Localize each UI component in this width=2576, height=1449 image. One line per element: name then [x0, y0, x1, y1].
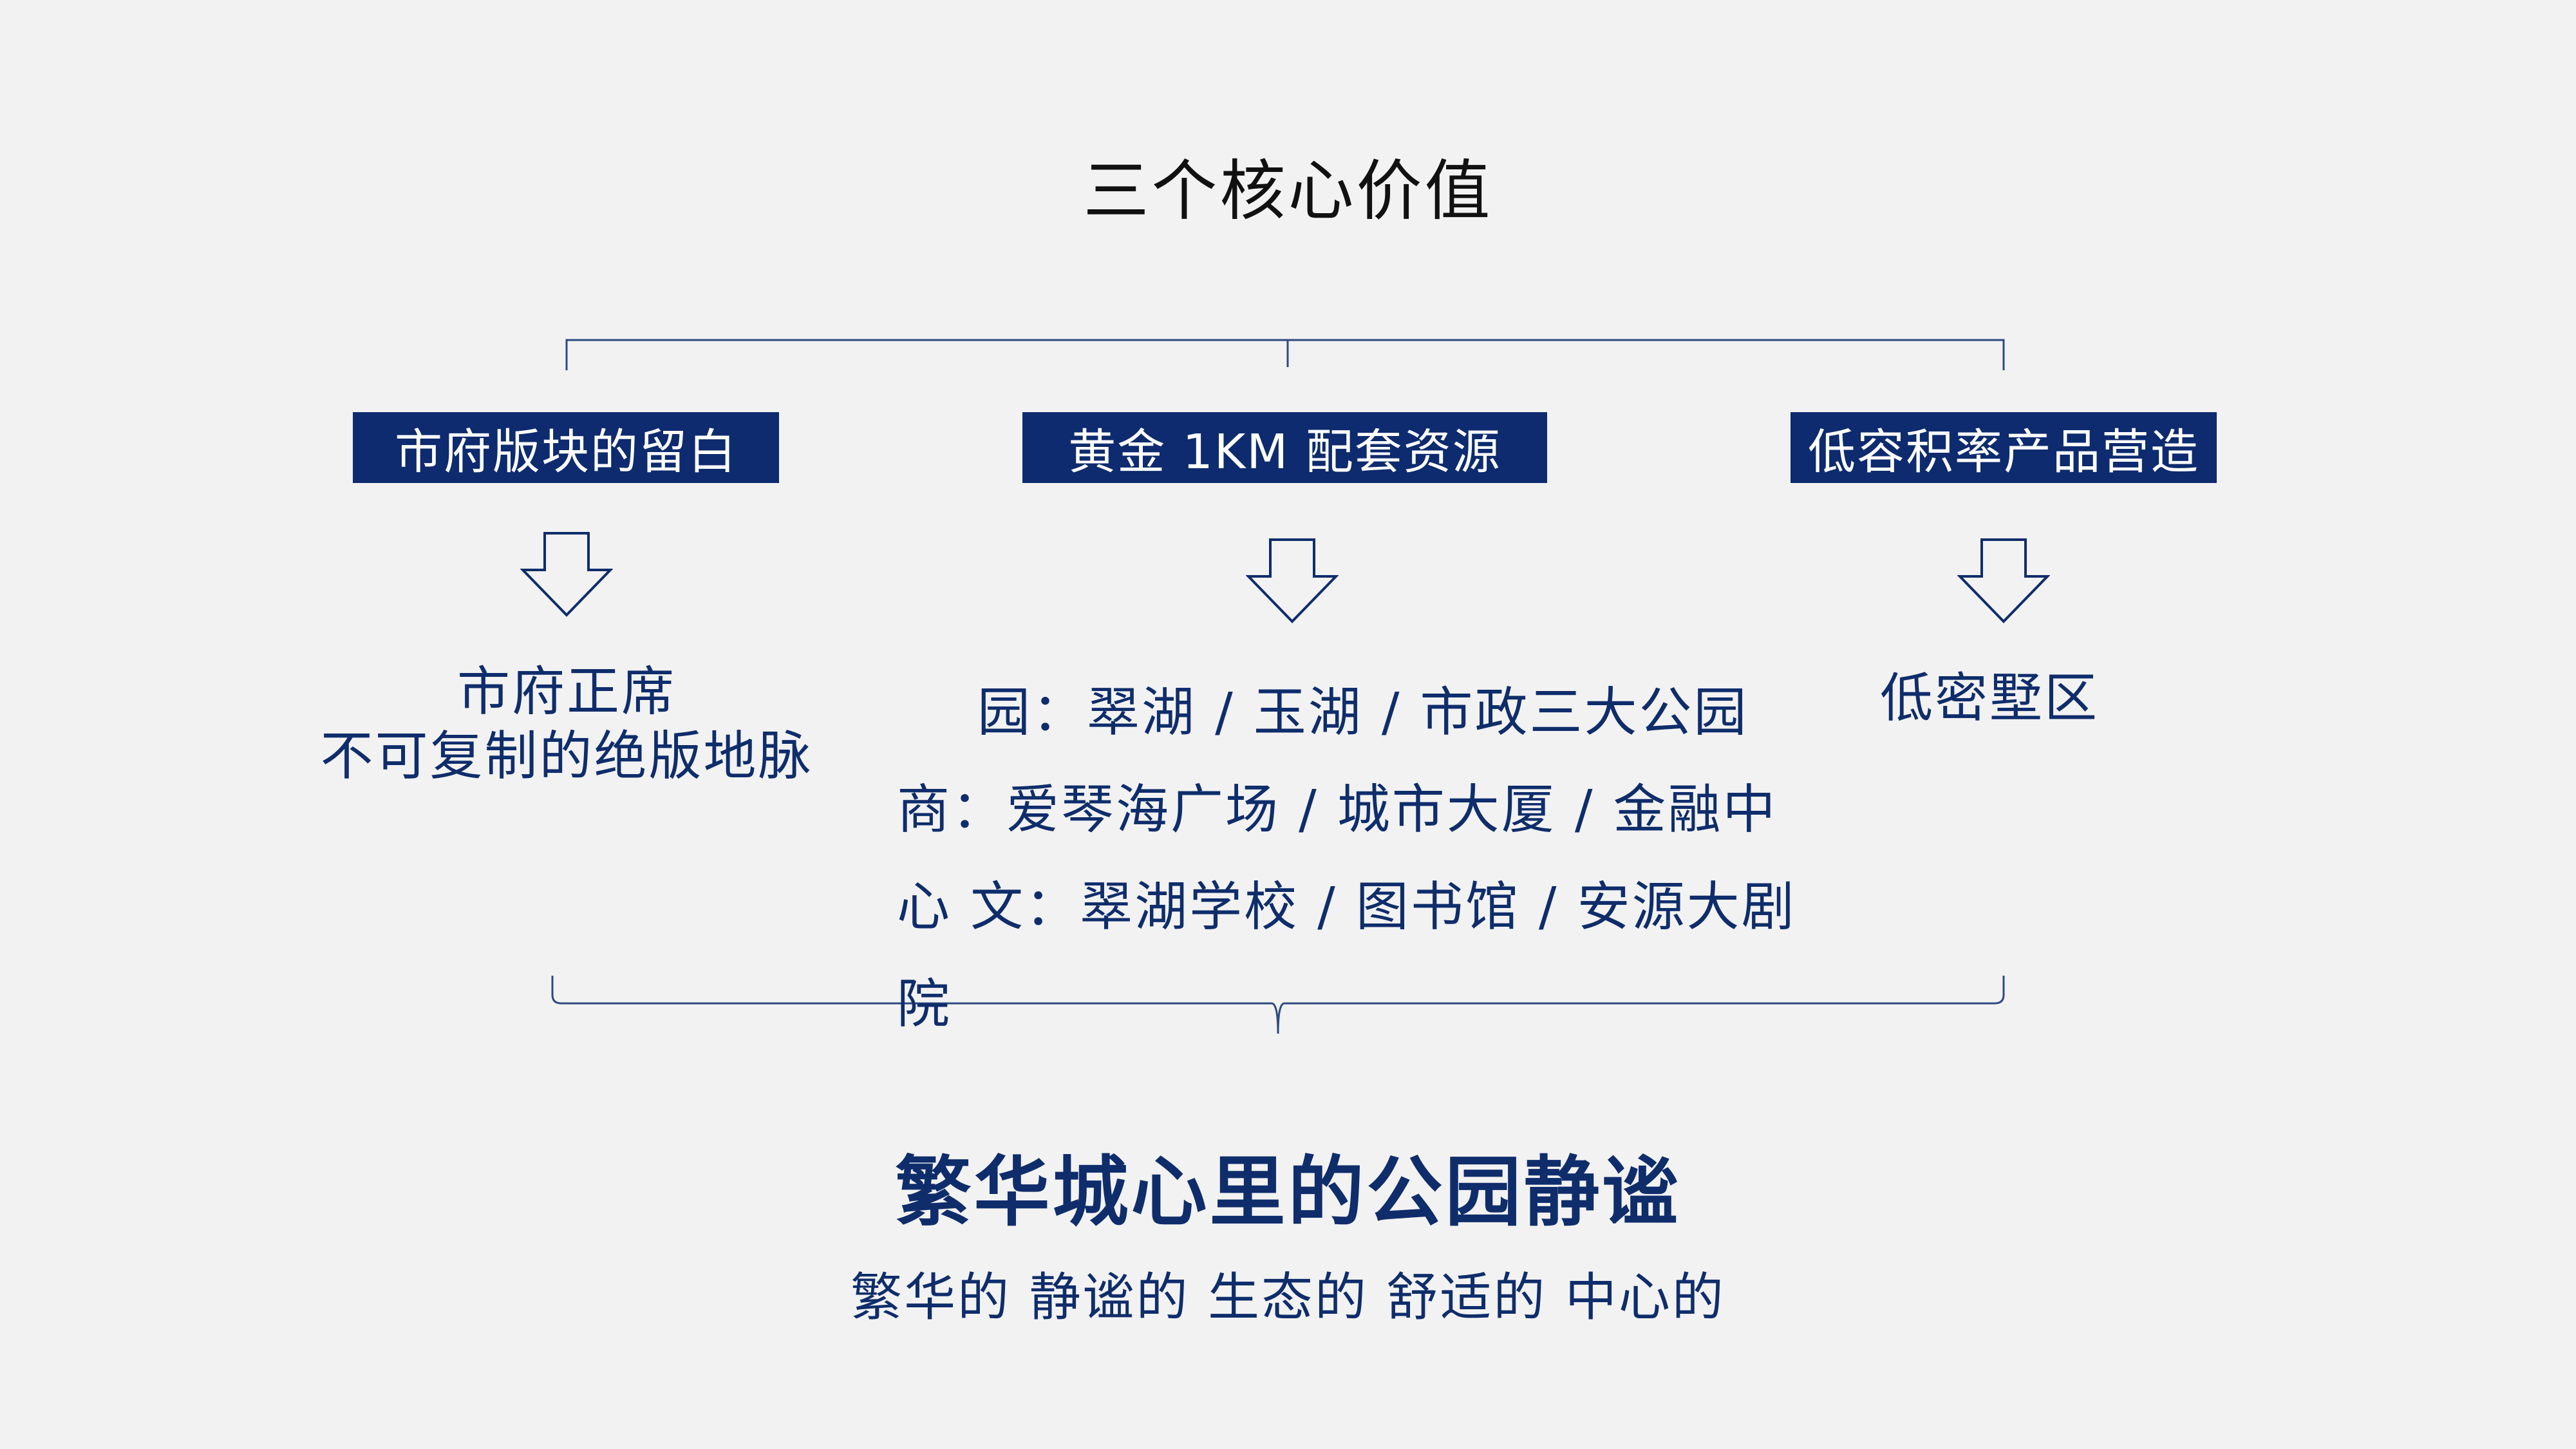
down-arrow-icon [520, 532, 613, 617]
value-box-low-density: 低容积率产品营造 [1791, 412, 2217, 483]
detail-left-line: 不可复制的绝版地脉 [320, 726, 813, 788]
detail-right: 低密墅区 [1880, 668, 2100, 729]
value-box-city-hall: 市府版块的留白 [353, 412, 779, 483]
detail-left-line: 市府正席 [456, 661, 676, 723]
subtitle: 繁华的 静谧的 生态的 舒适的 中心的 [851, 1267, 1725, 1327]
detail-middle-line: 商：爱琴海广场 / 城市大厦 / 金融中 [897, 779, 1778, 840]
detail-middle-line: 院 [897, 974, 952, 1035]
detail-left: 市府正席 不可复制的绝版地脉 [270, 660, 863, 789]
down-arrow-icon [1246, 538, 1339, 623]
diagram-title: 三个核心价值 [1083, 153, 1493, 230]
top-bracket [565, 339, 2005, 370]
bottom-brace [551, 976, 2005, 1034]
detail-middle-line: 心 文：翠湖学校 / 图书馆 / 安源大剧 [897, 876, 1796, 938]
detail-middle-line: 园：翠湖 / 玉湖 / 市政三大公园 [977, 682, 1749, 743]
down-arrow-icon [1957, 538, 2050, 623]
slogan: 繁华城心里的公园静谧 [895, 1148, 1681, 1236]
value-box-golden-1km: 黄金 1KM 配套资源 [1022, 412, 1547, 483]
